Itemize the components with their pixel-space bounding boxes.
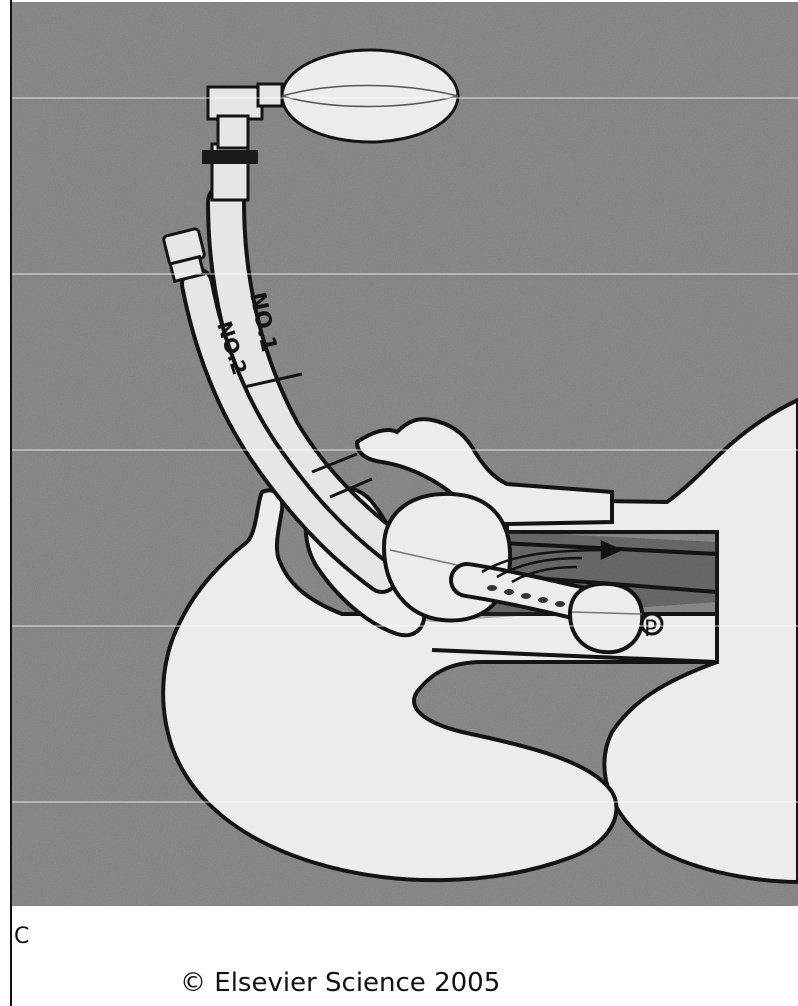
- panel-label: C: [14, 924, 29, 949]
- esophageal-cuff: [570, 584, 642, 652]
- airway-diagram: NO.1 NO.2: [12, 2, 798, 906]
- cuff-marker: P: [644, 617, 657, 642]
- copyright-credit: © Elsevier Science 2005: [180, 968, 500, 998]
